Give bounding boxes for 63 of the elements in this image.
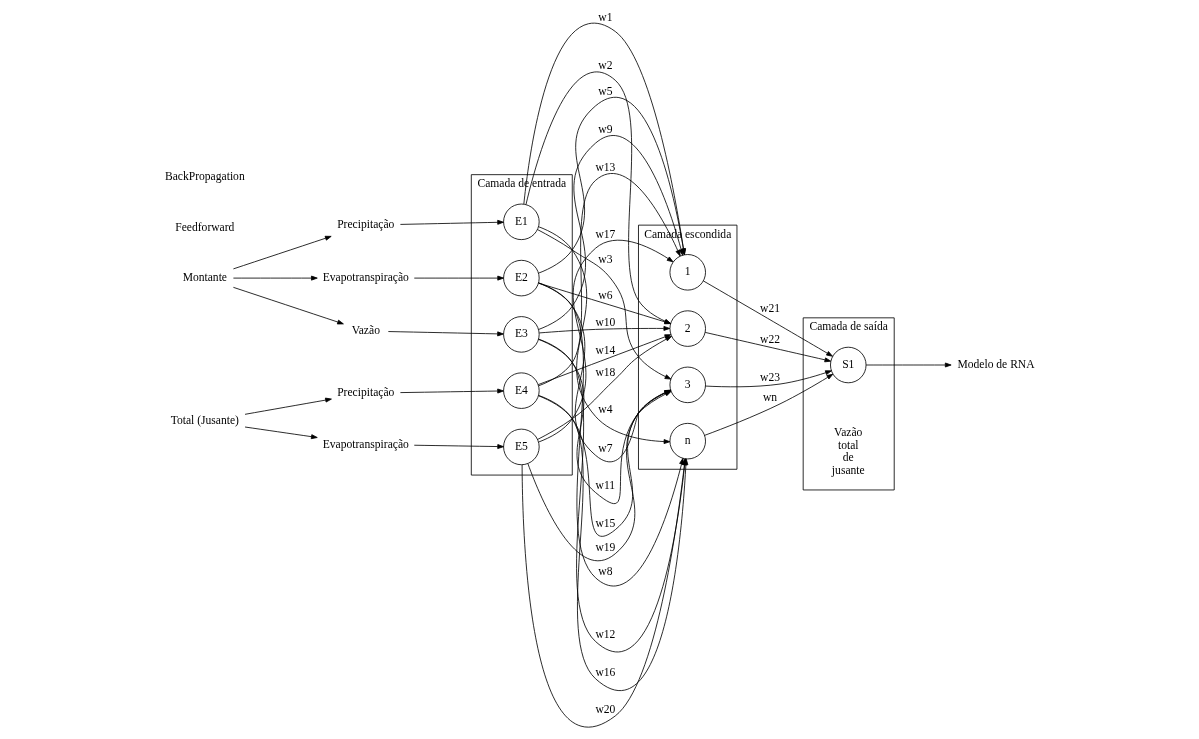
edge-label: w10 xyxy=(594,316,615,330)
arrow xyxy=(413,444,504,449)
arrow xyxy=(704,370,832,388)
node-circle: E2 xyxy=(502,259,540,297)
node-text: Total (Jusante) xyxy=(170,414,239,428)
edge-label: w4 xyxy=(597,403,612,417)
node-circle: E5 xyxy=(502,428,540,466)
arrow xyxy=(232,235,332,270)
node-circle: E1 xyxy=(502,203,540,241)
arrow xyxy=(537,282,684,587)
edge-label: w6 xyxy=(597,288,612,302)
label: Feedforward xyxy=(174,220,234,234)
edge-label: w12 xyxy=(594,628,615,642)
edge-label: wn xyxy=(762,390,777,404)
edge-label: w23 xyxy=(759,370,780,384)
arrow xyxy=(387,331,504,337)
edge-label: w3 xyxy=(597,252,612,266)
arrow xyxy=(399,388,504,394)
node-text: Modelo de RNA xyxy=(956,358,1035,372)
node-text: Precipitação xyxy=(336,218,394,232)
edge-label: w1 xyxy=(597,10,612,24)
edge-label: w21 xyxy=(759,302,780,316)
node-text: Vazão xyxy=(351,324,380,338)
node-text: Montante xyxy=(182,271,227,285)
arrow xyxy=(704,332,831,363)
arrow xyxy=(865,362,952,368)
edge-label: w22 xyxy=(759,332,780,346)
edge-label: w16 xyxy=(594,665,615,679)
edge-label: w19 xyxy=(594,540,615,554)
arrow xyxy=(244,426,318,440)
arrow xyxy=(703,373,833,436)
node-circle: E4 xyxy=(502,372,540,409)
edge-label: w15 xyxy=(594,516,615,530)
node-circle: 1 xyxy=(669,254,706,291)
node-circle: 2 xyxy=(669,310,706,347)
edge-label: w8 xyxy=(597,564,612,578)
arrow xyxy=(702,280,833,357)
node-text: Evapotranspiração xyxy=(322,271,409,285)
arrow xyxy=(232,275,318,281)
edge-label: w13 xyxy=(594,160,615,174)
label: BackPropagation xyxy=(164,170,245,184)
arrow xyxy=(399,219,504,225)
arrow xyxy=(537,173,681,387)
arrow xyxy=(413,275,504,281)
edge-label: w9 xyxy=(597,122,612,136)
node-circle: 3 xyxy=(669,366,706,404)
edge-label: w18 xyxy=(594,365,615,379)
node-text: Evapotranspiração xyxy=(322,437,409,451)
node-circle: E3 xyxy=(502,316,540,353)
node-circle: S1 xyxy=(829,346,866,384)
edge-label: w5 xyxy=(597,84,612,98)
edge-label: w2 xyxy=(597,58,612,72)
node-circle: n xyxy=(669,422,706,460)
arrow xyxy=(232,286,344,325)
arrow xyxy=(244,397,332,415)
edge-label: w11 xyxy=(595,479,615,493)
node-label: Vazão total de jusante xyxy=(831,426,865,477)
edge-label: w7 xyxy=(597,442,612,456)
edge-label: w17 xyxy=(594,227,615,241)
edge-label: w20 xyxy=(594,702,615,716)
arrow xyxy=(538,326,670,334)
edge-label: w14 xyxy=(594,343,615,357)
node-text: Precipitação xyxy=(336,386,394,400)
